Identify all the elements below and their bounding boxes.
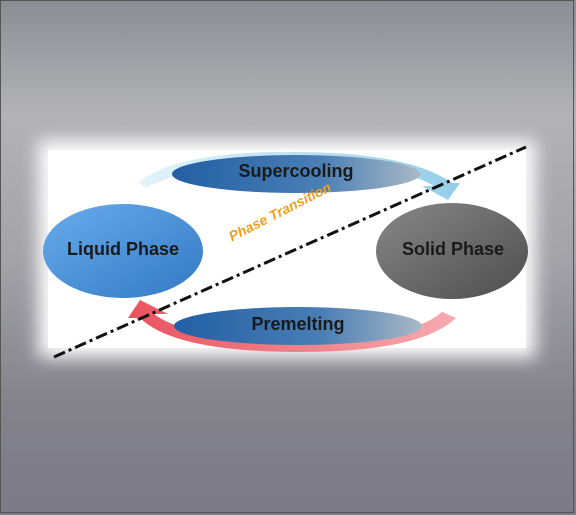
premelting-pill [174,307,422,345]
solid-phase-ellipse [376,203,528,299]
premelting-label: Premelting [251,314,345,334]
phase-transition-line [53,145,527,359]
liquid-phase-label: Liquid Phase [66,239,180,259]
supercooling-pill [172,155,420,193]
supercooling-label: Supercooling [238,161,354,181]
liquid-phase-ellipse [43,204,203,298]
solid-phase-label: Solid Phase [401,239,505,259]
